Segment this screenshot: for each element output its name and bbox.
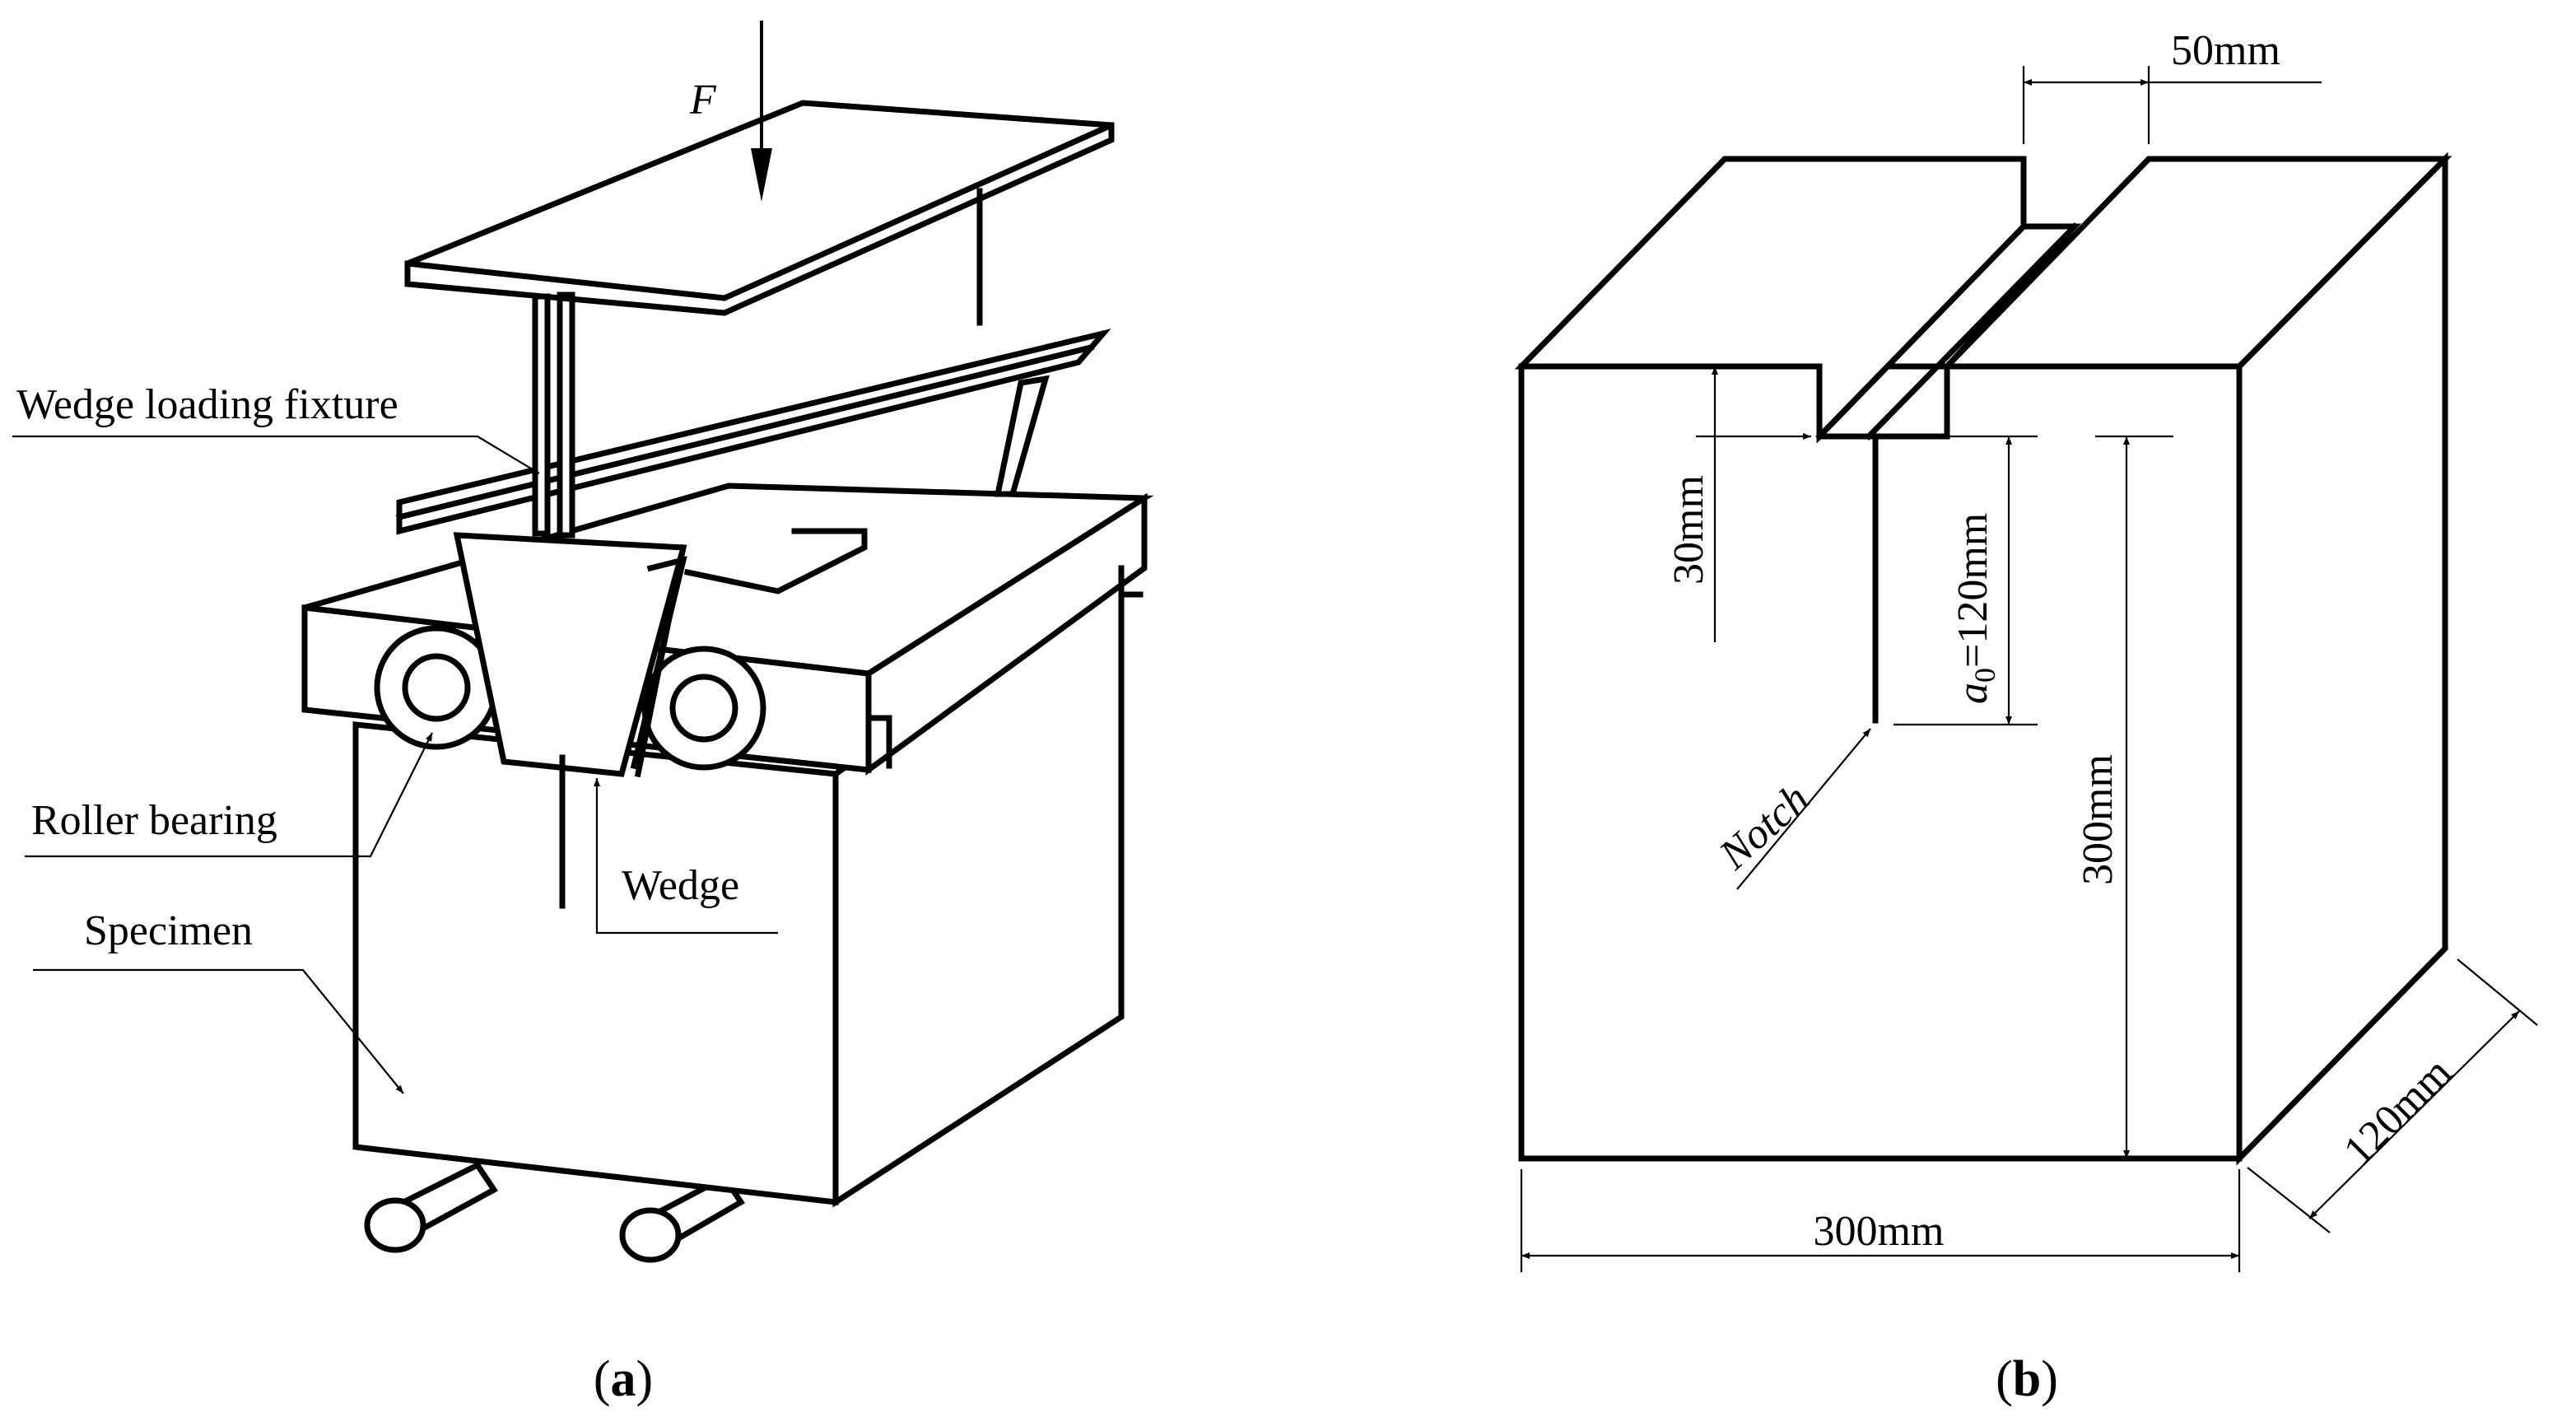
bottom-roller-left <box>364 1161 499 1253</box>
dim-300mm-height: 300mm <box>2075 754 2122 885</box>
panel-a-letter: a <box>611 1351 636 1407</box>
panel-b-letter: b <box>2013 1351 2041 1407</box>
wedge-loading-fixture-label: Wedge loading fixture <box>16 381 398 428</box>
bottom-roller-right <box>619 1173 745 1263</box>
dim-a0-subscript: 0 <box>1968 668 2001 683</box>
panel-a-leaders <box>12 435 778 1094</box>
roller-bearing-label: Roller bearing <box>31 797 277 844</box>
roller-bearing-right <box>641 646 766 771</box>
specimen-block <box>352 571 1125 1208</box>
panel-b-label: (b) <box>1996 1351 2058 1407</box>
dim-a0-symbol: a <box>1949 683 1996 704</box>
fixture-struts <box>532 188 1050 538</box>
groove <box>1815 156 2081 441</box>
specimen-label: Specimen <box>84 907 253 954</box>
panel-a-drawing <box>12 21 1154 1263</box>
panel-b-drawing <box>1514 152 2453 1166</box>
wedge-label: Wedge <box>622 862 739 909</box>
dim-120mm-thickness: 120mm <box>2335 1049 2461 1175</box>
dim-300mm-width: 300mm <box>1814 1208 1945 1255</box>
panel-a-label: (a) <box>594 1351 653 1407</box>
dim-30mm: 30mm <box>1665 475 1712 585</box>
force-label: F <box>689 77 717 124</box>
specimen-front-face <box>1518 363 2243 1162</box>
fixture-top-plate <box>404 100 1115 316</box>
dim-50mm: 50mm <box>2171 27 2280 74</box>
top-face-right <box>1940 156 2453 370</box>
dim-a0-value: =120mm <box>1949 513 1996 668</box>
fixture-lower-plate <box>395 329 1111 594</box>
roller-bearing-left <box>374 625 499 750</box>
wedge <box>453 532 687 778</box>
dim-a0: a0=120mm <box>1949 513 2001 704</box>
force-arrow <box>751 21 772 202</box>
panel-b-dimensions <box>1520 66 2538 1272</box>
